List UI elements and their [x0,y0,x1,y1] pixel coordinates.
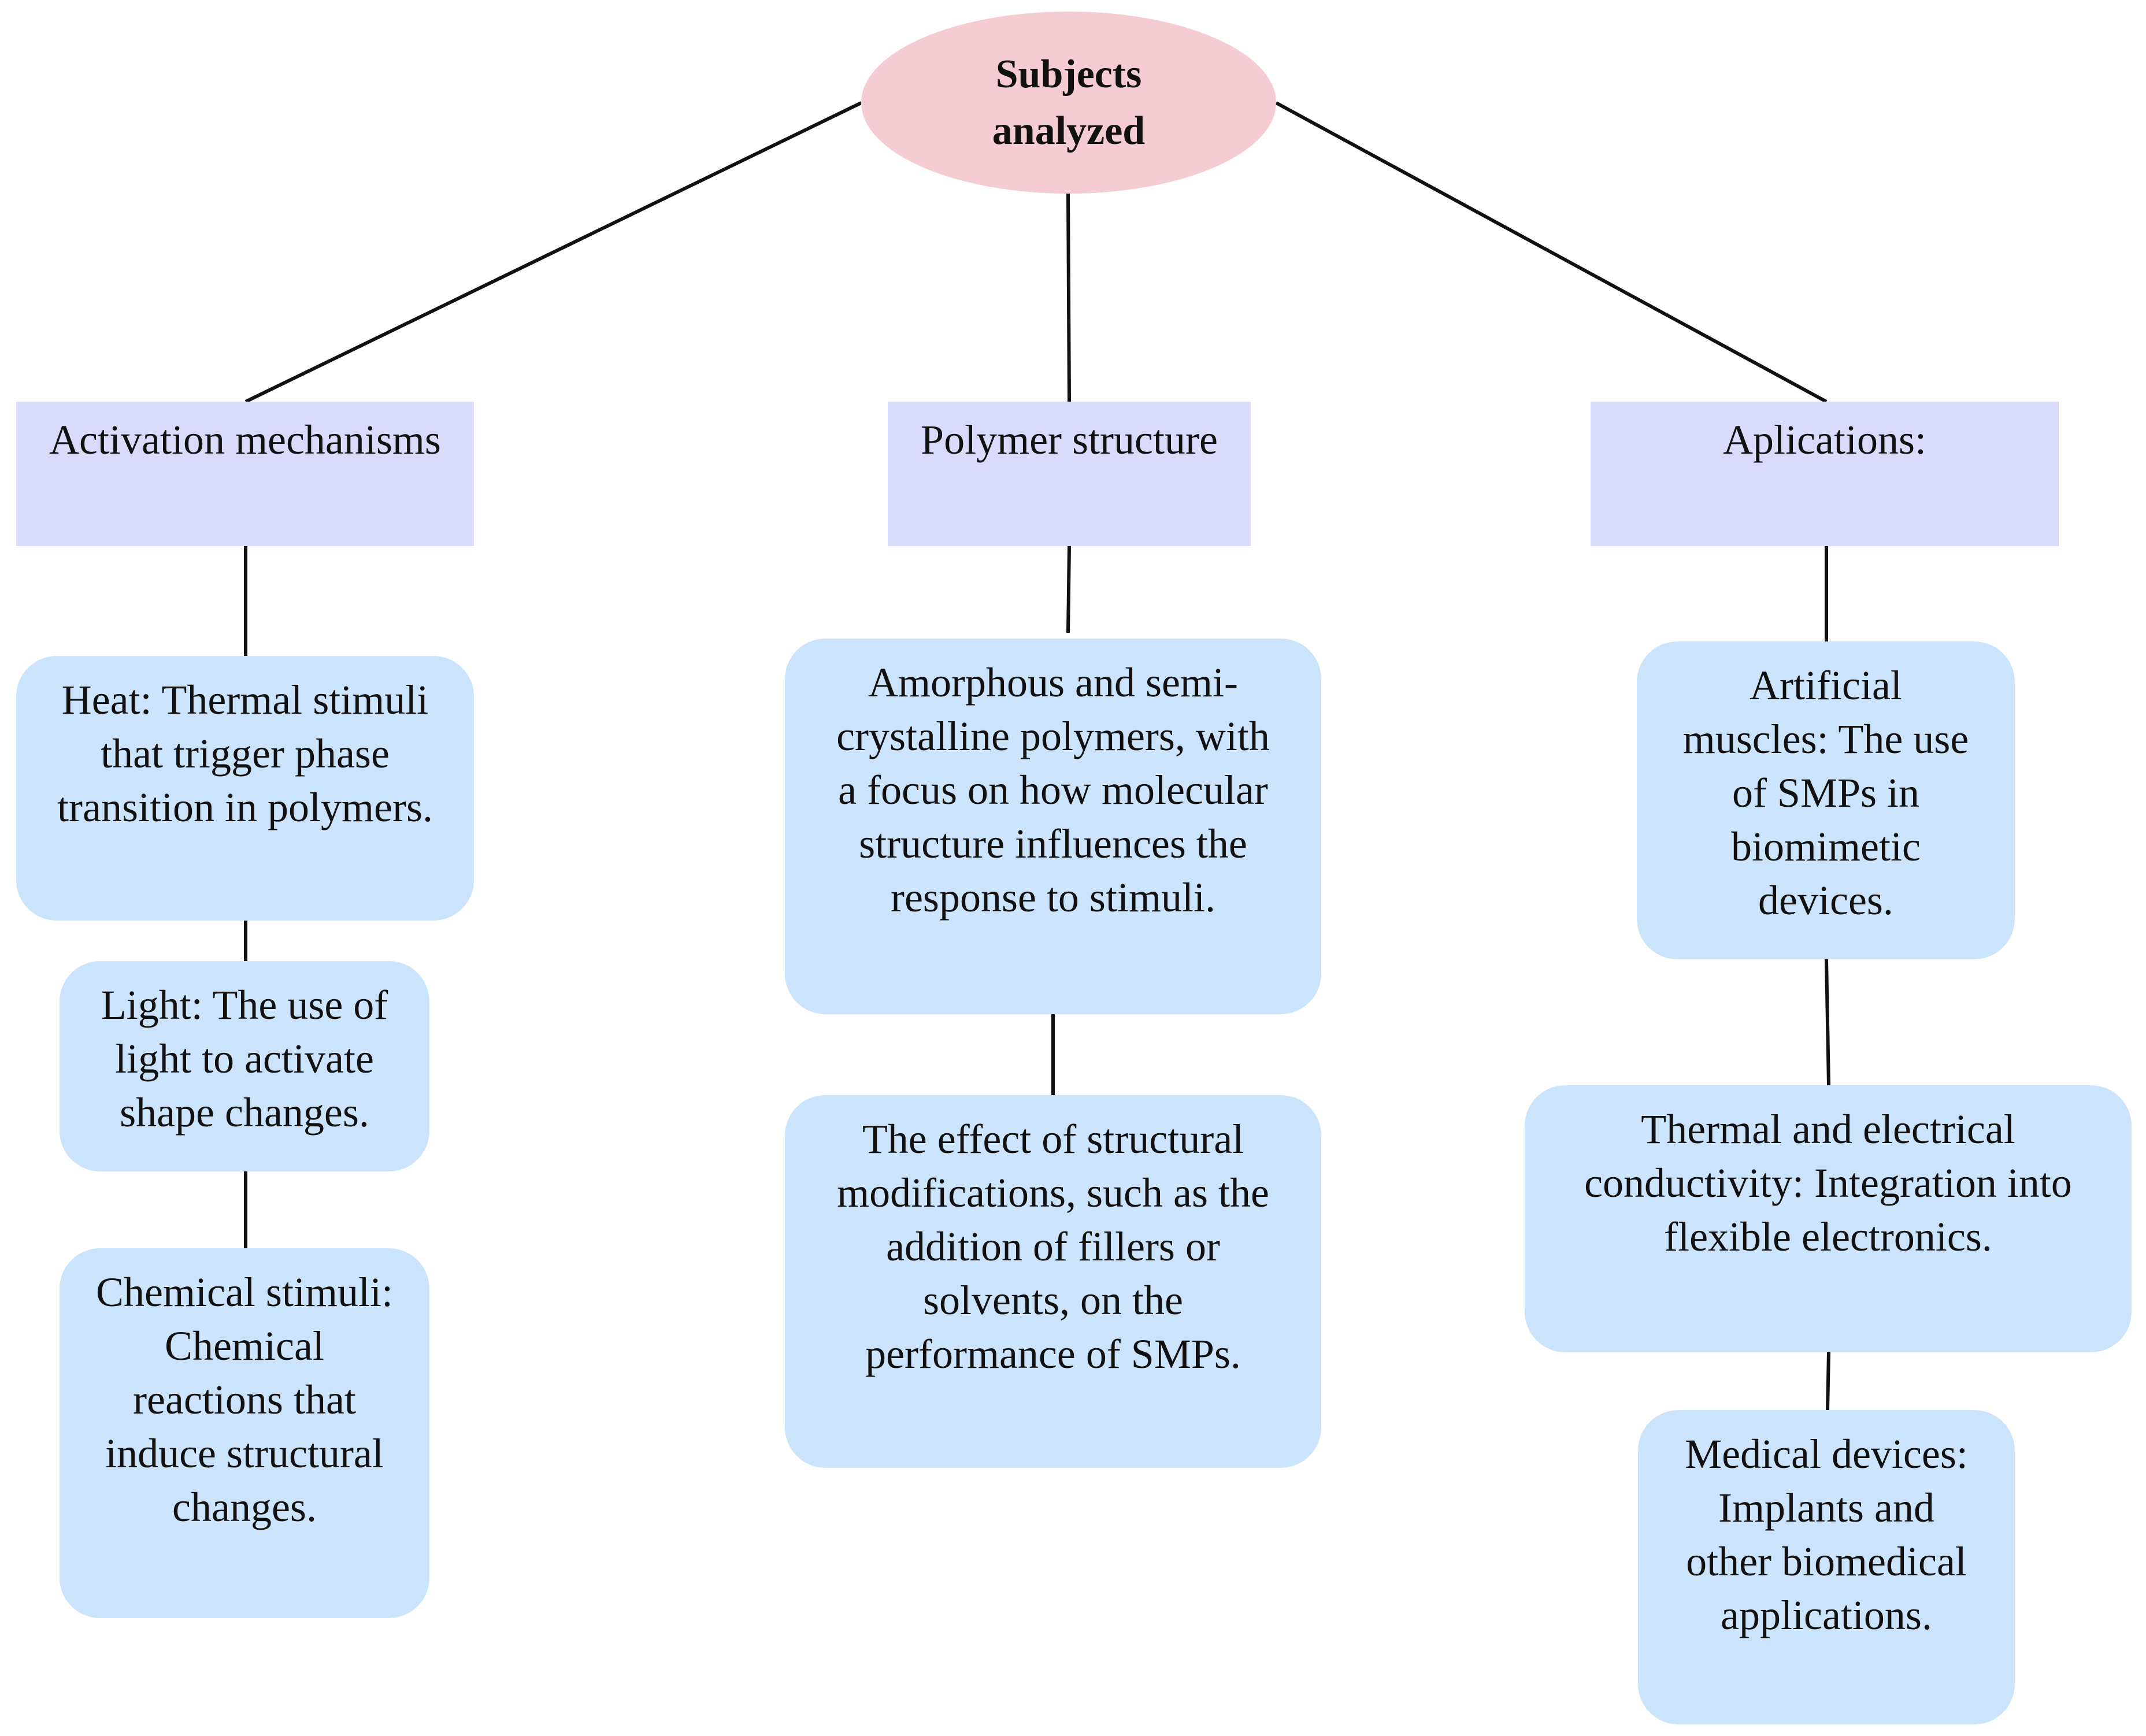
edge-polymer-amorphous [1066,546,1071,633]
category-activation-mechanisms: Activation mechanisms [16,402,474,546]
leaf-light: Light: The use of light to activate shap… [60,961,429,1171]
leaf-chemical-stimuli: Chemical stimuli: Chemical reactions tha… [60,1248,429,1618]
category-polymer-structure: Polymer structure [888,402,1251,546]
root-label: Subjects analyzed [992,51,1146,153]
leaf-text: Heat: Thermal stimuli that trigger phase… [57,677,433,830]
leaf-structural-modifications: The effect of structural modifications, … [785,1095,1321,1468]
category-applications: Aplications: [1591,402,2059,546]
category-label: Activation mechanisms [49,417,441,463]
leaf-text: Medical devices: Implants and other biom… [1685,1431,1968,1638]
leaf-heat: Heat: Thermal stimuli that trigger phase… [16,656,474,921]
edge-root-polymer [1066,193,1071,402]
category-label: Aplications: [1723,417,1926,463]
edge-root-activation [244,101,862,403]
root-node: Subjects analyzed [861,12,1276,194]
edge-muscles-conductivity [1825,959,1830,1086]
edge-root-applications [1275,101,1828,403]
leaf-text: Thermal and electrical conductivity: Int… [1584,1106,2072,1260]
edge-conductivity-medical [1826,1352,1830,1411]
leaf-conductivity: Thermal and electrical conductivity: Int… [1525,1085,2132,1352]
leaf-text: The effect of structural modifications, … [837,1116,1269,1377]
leaf-text: Chemical stimuli: Chemical reactions tha… [96,1269,393,1530]
leaf-artificial-muscles: Artificial muscles: The use of SMPs in b… [1637,641,2015,959]
leaf-text: Amorphous and semi- crystalline polymers… [836,659,1270,921]
category-label: Polymer structure [921,417,1218,463]
leaf-text: Light: The use of light to activate shap… [101,982,388,1136]
leaf-medical-devices: Medical devices: Implants and other biom… [1638,1410,2015,1724]
leaf-amorphous-semicrystalline: Amorphous and semi- crystalline polymers… [785,639,1321,1014]
leaf-text: Artificial muscles: The use of SMPs in b… [1682,662,1969,923]
